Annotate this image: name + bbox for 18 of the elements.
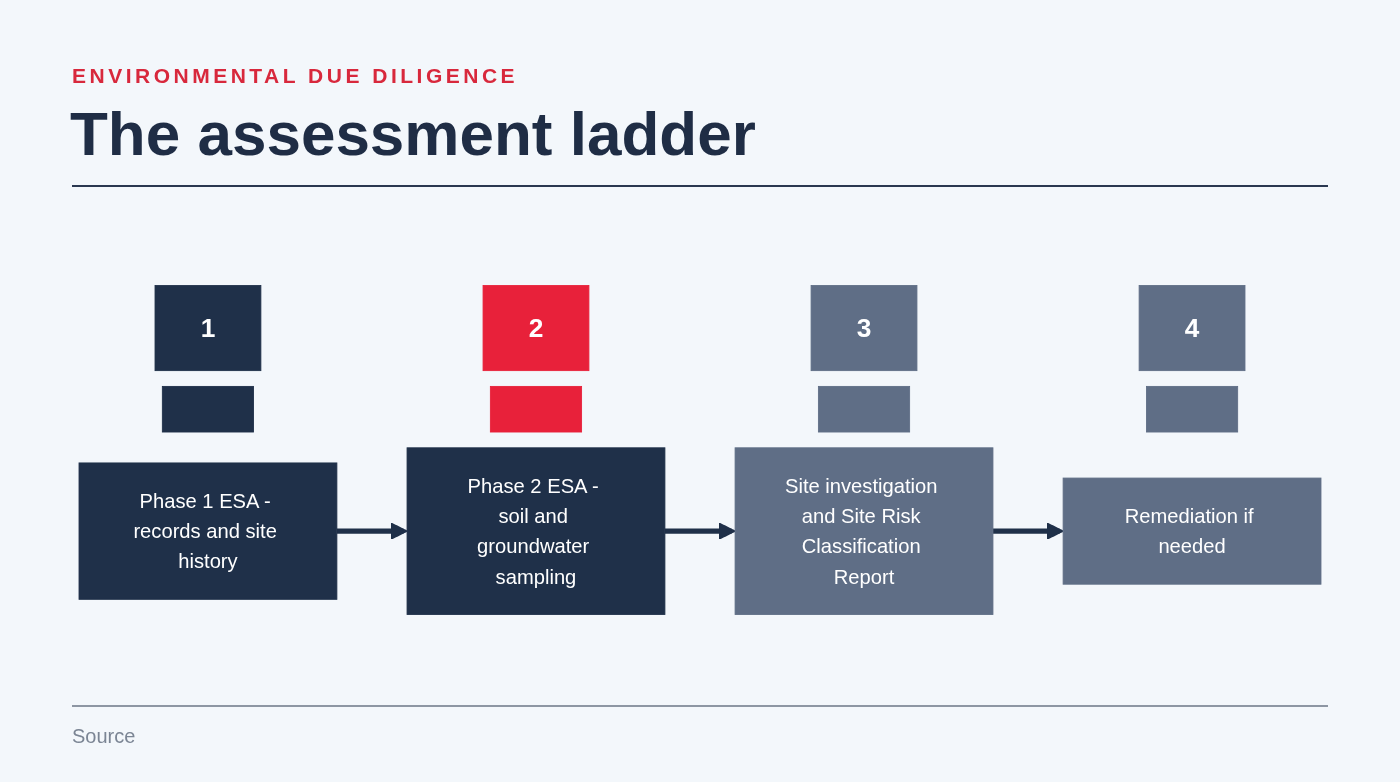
node-box: Phase 1 ESA - records and site history <box>78 462 338 600</box>
source-text: Source <box>72 725 136 748</box>
title-text: The assessment ladder <box>70 98 756 170</box>
node-bar <box>489 385 583 433</box>
node-box: Remediation if needed <box>1062 477 1322 585</box>
node-box: Site investigation and Site Risk Classification Report <box>734 447 994 615</box>
node-bar <box>817 385 911 433</box>
node-box: Phase 2 ESA - soil and groundwater sampling <box>406 447 666 615</box>
kicker-text: ENVIRONMENTAL DUE DILIGENCE <box>72 64 519 88</box>
node-box: 3 <box>810 285 918 372</box>
arrow <box>992 522 1064 540</box>
node-box: 1 <box>154 285 262 372</box>
arrow <box>336 522 408 540</box>
node-bar <box>161 385 254 433</box>
node-box: 2 <box>482 285 590 372</box>
node-box: 4 <box>1138 285 1246 372</box>
node-bar <box>1146 385 1239 433</box>
arrow <box>664 522 736 540</box>
